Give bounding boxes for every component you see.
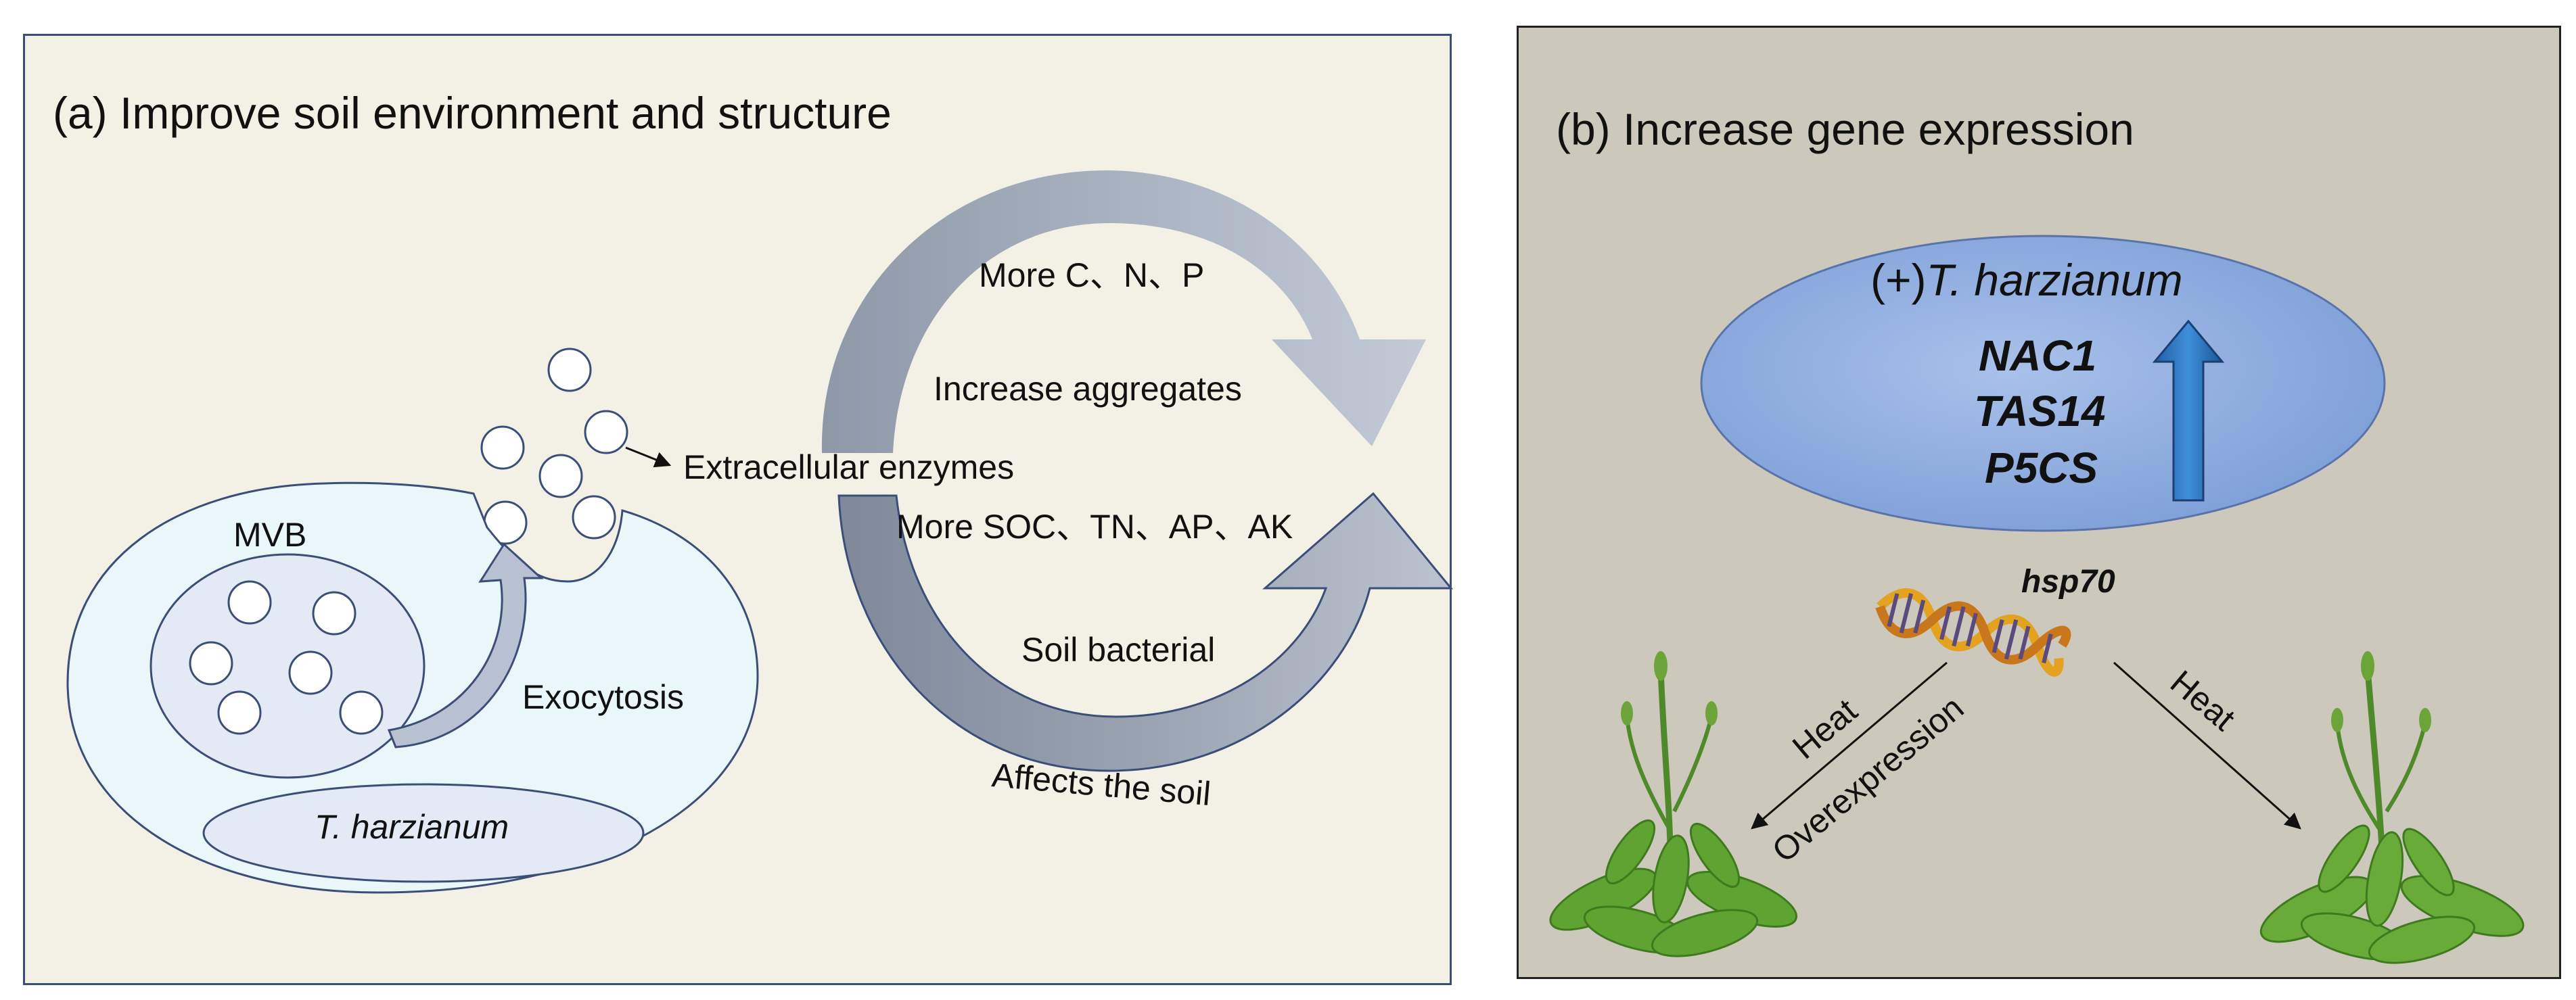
cycle-label-cnp: More C、N、P <box>979 256 1204 294</box>
right-arrow-heat-label: Heat <box>2163 663 2242 738</box>
heat-arrow <box>2113 661 2301 830</box>
overexpression-arrow <box>1751 661 1948 830</box>
panel-a-title: (a) Improve soil environment and structu… <box>53 88 892 138</box>
enzymes-pointer-arrow <box>625 446 672 468</box>
vesicle <box>480 425 525 470</box>
gene-tas14: TAS14 <box>1974 387 2105 435</box>
plant-overexpression-icon <box>1549 651 1798 957</box>
mvb-vesicle <box>288 650 333 695</box>
treatment-ellipse <box>1700 235 2386 532</box>
organism-body <box>202 783 645 883</box>
mvb-vesicle <box>217 690 262 735</box>
vesicles <box>480 348 628 545</box>
cycle-label-nutrients: More SOC、TN、AP、AK <box>896 508 1293 546</box>
exocytosis-label: Exocytosis <box>522 678 684 716</box>
panel-b-title: (b) Increase gene expression <box>1556 104 2134 154</box>
left-arrow-heat-label: Heat <box>1785 692 1864 767</box>
exocytosis-arrow <box>387 542 544 748</box>
cycle-label-bacteria: Soil bacterial <box>1021 631 1215 669</box>
vesicle <box>572 495 616 540</box>
ellipse-heading-prefix: (+) <box>1870 255 1927 305</box>
cycle-label-aggregates: Increase aggregates <box>934 370 1242 408</box>
mvb-vesicles <box>189 580 384 735</box>
left-arrow-overexpression-label: Overexpression <box>1765 688 1971 870</box>
cycle-bottom-arrow <box>837 492 1454 772</box>
plant-wildtype-icon <box>2259 651 2525 964</box>
organism-label: T. harzianum <box>315 808 509 846</box>
enzymes-label: Extracellular enzymes <box>683 448 1014 486</box>
gene-p5cs: P5CS <box>1985 444 2098 492</box>
mvb-vesicle <box>312 591 356 636</box>
mvb-vesicle <box>339 690 384 735</box>
ellipse-heading-species: T. harzianum <box>1927 255 2183 305</box>
mvb-label: MVB <box>233 516 306 554</box>
vesicle <box>584 410 628 454</box>
ellipse-heading: (+)T. harzianum <box>1870 255 2183 305</box>
upregulation-arrow <box>2152 319 2225 502</box>
cycle-top-arrow <box>821 170 1426 453</box>
mvb-vesicle <box>227 580 272 625</box>
dna-helix-icon <box>1875 588 2071 677</box>
vesicle <box>547 348 592 392</box>
gene-nac1: NAC1 <box>1979 331 2096 380</box>
mvb-vesicle <box>189 641 233 686</box>
vesicle <box>538 454 583 498</box>
dna-label: hsp70 <box>2021 564 2115 600</box>
